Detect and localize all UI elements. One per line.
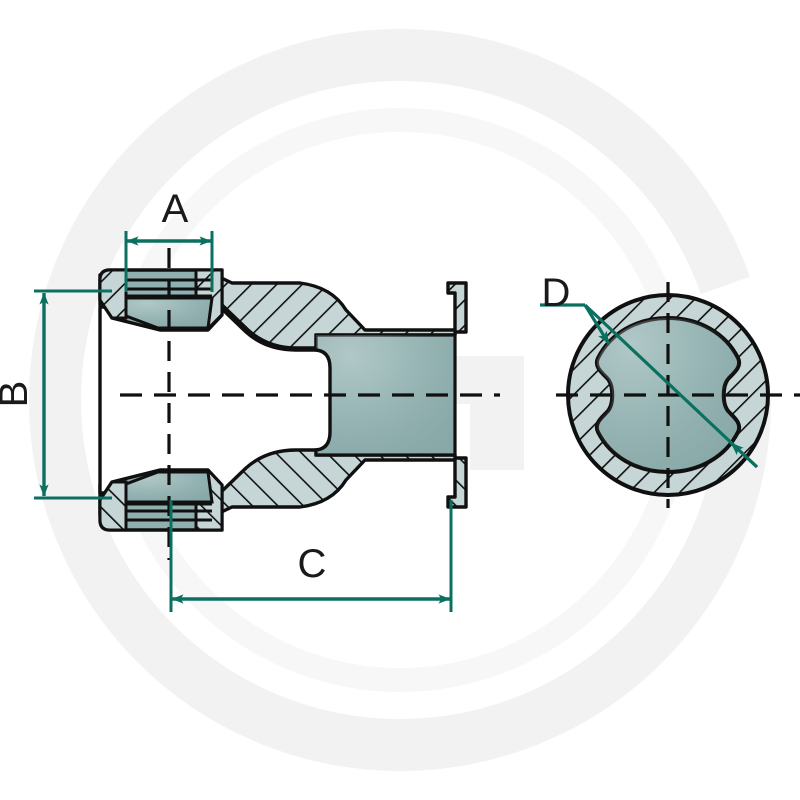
lower-ear-left-chamfer [98,480,128,532]
upper-ear-left-chamfer [98,268,128,320]
dimension-a-label: A [162,187,189,231]
dimension-d-arrow-lower [729,441,759,469]
dimension-c-label: C [298,542,327,586]
lower-ear-sheen [126,472,212,502]
end-section-view [556,282,800,508]
lower-ear-bore-outline [124,470,214,504]
upper-yoke-ear [98,268,224,332]
tube-socket-sheen [316,335,455,455]
dimension-d-arrow-upper [583,304,611,345]
lower-yoke-ear [98,468,224,532]
dimension-d: D [540,271,759,469]
dimension-b-label: B [0,381,36,408]
side-section-view [98,248,500,560]
dimension-c: C [169,500,453,612]
dimension-a: A [124,187,214,292]
dimension-d-label: D [542,271,571,315]
upper-ear-bore-outline [124,296,214,330]
dimension-b: B [0,289,112,500]
cross-journal-window [98,305,332,495]
dimension-d-diameter-line [583,303,759,469]
